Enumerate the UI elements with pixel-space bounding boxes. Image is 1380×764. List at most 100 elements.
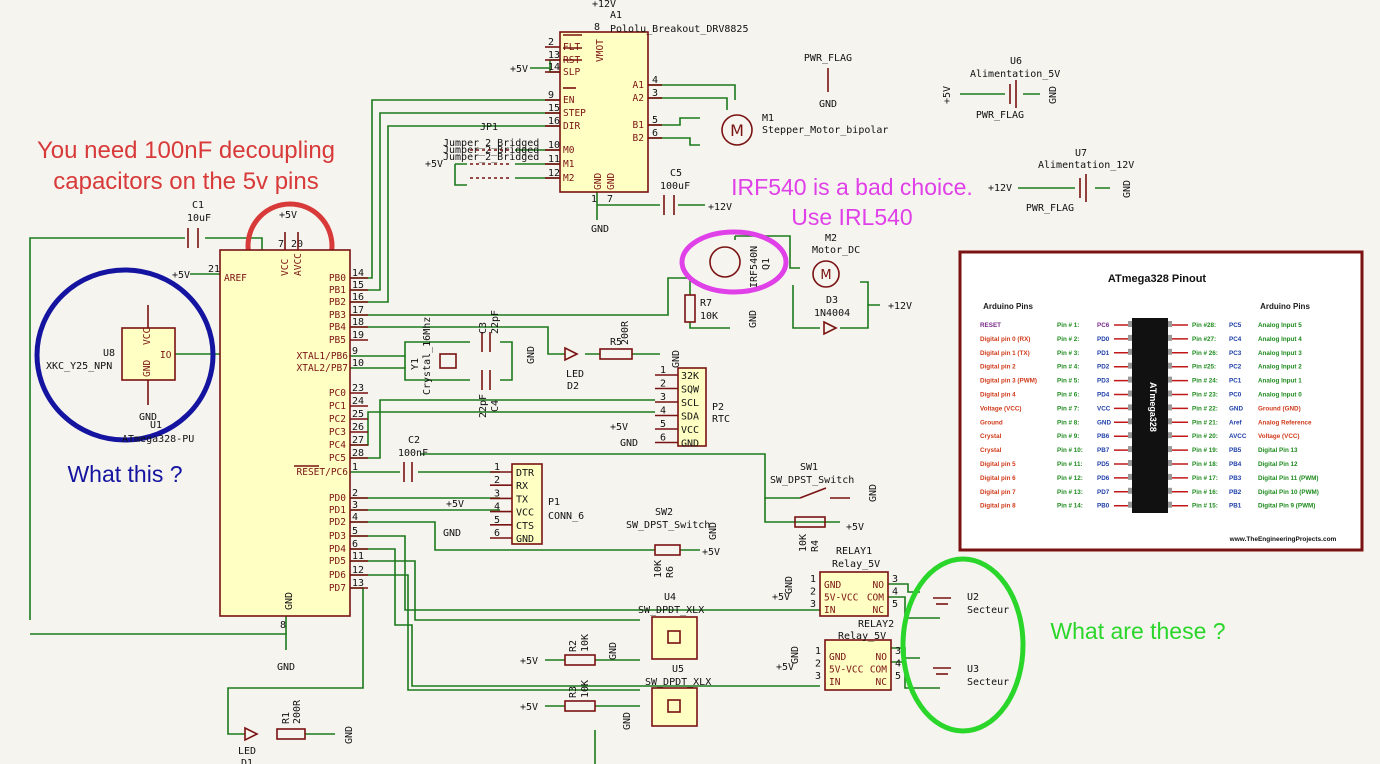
a1-pinnum: 10 xyxy=(548,140,560,151)
u5-body xyxy=(651,687,698,727)
pinout-chip-leg xyxy=(1168,487,1172,494)
pinout-left-port: VCC xyxy=(1097,405,1111,412)
annotation-what-this: What this ? xyxy=(34,267,216,487)
u8-pin-io: IO xyxy=(160,350,172,361)
jp1-plus5v: +5V xyxy=(425,159,443,170)
pinout-left-arduino: Ground xyxy=(980,419,1003,426)
c1-ref: C1 xyxy=(192,200,204,211)
a1-driver: FLT2RST13SLP14EN9STEP15DIR16M010M111M212… xyxy=(510,0,748,235)
annotation-what-are-these-text: What are these ? xyxy=(1050,618,1225,644)
a1-pinnum: 16 xyxy=(548,116,560,127)
a1-pinnum: 15 xyxy=(548,103,560,114)
pinout-left-arduino: Digital pin 0 (RX) xyxy=(980,336,1030,343)
u1-pinnum: 3 xyxy=(352,500,358,511)
a1-value: Pololu_Breakout_DRV8825 xyxy=(610,24,748,35)
a1-pin-en: EN xyxy=(563,95,575,106)
p2-pinnum: 4 xyxy=(660,406,666,417)
u1-pin-pd6: PD6 xyxy=(329,570,346,581)
pinout-right-port: GND xyxy=(1229,405,1243,412)
u1-pin-avcc: AVCC xyxy=(293,253,304,276)
d2-ref: D2 xyxy=(567,381,579,392)
annotation-irf-line1: IRF540 is a bad choice. xyxy=(731,174,973,200)
p1-pinnum: 2 xyxy=(494,475,500,486)
relay2-pins-pin-nc: NC xyxy=(876,677,887,688)
p2-body xyxy=(677,367,707,447)
pinout-chip-leg xyxy=(1128,460,1132,466)
u5-gnd: GND xyxy=(622,712,633,730)
u1-pin-left: AREF xyxy=(224,273,247,284)
u1-pinnum: 1 xyxy=(352,462,358,473)
a1-pinnum: 9 xyxy=(548,90,554,101)
m2-value: Motor_DC xyxy=(812,245,860,256)
pinout-left-pin: Pin # 1: xyxy=(1057,322,1079,329)
p2-pin-vcc: VCC xyxy=(681,425,699,436)
p1-pinnum: 6 xyxy=(494,528,500,539)
a1-pin-step: STEP xyxy=(563,108,586,119)
pinout-chip-leg xyxy=(1168,376,1172,383)
m1-stepper: M M1 Stepper_Motor_bipolar xyxy=(721,113,888,146)
u1-pin-pb4: PB4 xyxy=(329,322,346,333)
p1-value: CONN_6 xyxy=(548,511,584,522)
u1-pin-pc1: PC1 xyxy=(329,401,346,412)
u4-ref: U4 xyxy=(664,592,676,603)
pinout-right-arduino: Digital Pin 9 (PWM) xyxy=(1258,503,1315,510)
a1-pinnum: 12 xyxy=(548,168,560,179)
relay2-ref: RELAY2 xyxy=(858,619,894,630)
c5-capacitor: C5 100uF +12V xyxy=(660,168,732,215)
p1-pinnum: 5 xyxy=(494,515,500,526)
sw1-ref: SW1 xyxy=(800,462,818,473)
pinout-left-arduino: Digital pin 6 xyxy=(980,475,1016,482)
c2-capacitor: C2 100nF xyxy=(398,435,428,482)
u1-pinnum: 2 xyxy=(352,488,358,499)
u4-switch: U4 SW_DPDT_XLX GND xyxy=(608,592,704,660)
pinout-right-port: PC5 xyxy=(1229,322,1242,329)
pinout-right-pin: Pin # 17: xyxy=(1192,475,1218,482)
relay1-gnd: GND xyxy=(784,576,795,594)
pinout-left-arduino: Crystal xyxy=(980,433,1002,440)
a1-gnd1: GND xyxy=(593,173,604,190)
a1-pin-group: FLT2RST13SLP14EN9STEP15DIR16M010M111M212… xyxy=(545,22,662,205)
u1-pin-pd2: PD2 xyxy=(329,517,346,528)
r5-value: 200R xyxy=(620,320,631,345)
pinout-chip-leg xyxy=(1168,321,1172,327)
relay1-body xyxy=(819,571,889,617)
jp1-label-1: Jumper_2_Bridged xyxy=(443,138,539,149)
m2-ref: M2 xyxy=(825,233,837,244)
u6-value: Alimentation_5V xyxy=(970,69,1060,80)
q1-mosfet: IRF540N Q1 xyxy=(709,246,772,288)
u1-pinnum: 6 xyxy=(352,539,358,550)
pinout-left-header: Arduino Pins xyxy=(983,302,1033,311)
r2-ref: R2 xyxy=(568,640,579,652)
relay1-ref: RELAY1 xyxy=(836,546,872,557)
c3-ref: C3 xyxy=(478,322,489,334)
a1-pinnum: 13 xyxy=(548,50,560,61)
relay2-pins-pinnum: 1 xyxy=(815,646,821,657)
m1-value: Stepper_Motor_bipolar xyxy=(762,125,888,136)
a1-pinnum: 4 xyxy=(652,75,658,86)
pinout-chip-leg xyxy=(1128,390,1132,397)
pinout-left-port: PB7 xyxy=(1097,447,1110,454)
a1-pinnum: 5 xyxy=(652,115,658,126)
u1-ref: U1 xyxy=(150,420,162,431)
pinout-right-port: PC4 xyxy=(1229,336,1242,343)
pinout-chip-leg xyxy=(1168,432,1172,439)
pinout-right-pin: Pin # 23: xyxy=(1192,392,1218,399)
p2-pin-gnd: GND xyxy=(681,439,699,450)
m2-motor: M M2 Motor_DC xyxy=(812,233,860,288)
p1-pin-cts: CTS xyxy=(516,521,534,532)
pinout-title: ATmega328 Pinout xyxy=(1108,273,1207,285)
u6-supply: U6 Alimentation_5V +5V GND PWR_FLAG xyxy=(942,56,1060,121)
relay2-body xyxy=(824,639,892,691)
pinout-left-port: PD3 xyxy=(1097,378,1110,385)
pinout-footer: www.TheEngineeringProjects.com xyxy=(1229,536,1337,543)
relay1-pins-pinnum: 5 xyxy=(892,599,898,610)
pinout-right-arduino: Digital Pin 12 xyxy=(1258,461,1298,468)
a1-gnd-label: GND xyxy=(591,224,609,235)
pinout-right-pin: Pin # 18: xyxy=(1192,461,1218,468)
a1-pinnum: 2 xyxy=(548,37,554,48)
u1-pinnum: 25 xyxy=(352,409,364,420)
relay1-pins-pin-nc: NC xyxy=(873,605,884,616)
pinout-left-port: PD2 xyxy=(1097,364,1110,371)
annotation-decoupling: You need 100nF decoupling capacitors on … xyxy=(37,137,335,291)
